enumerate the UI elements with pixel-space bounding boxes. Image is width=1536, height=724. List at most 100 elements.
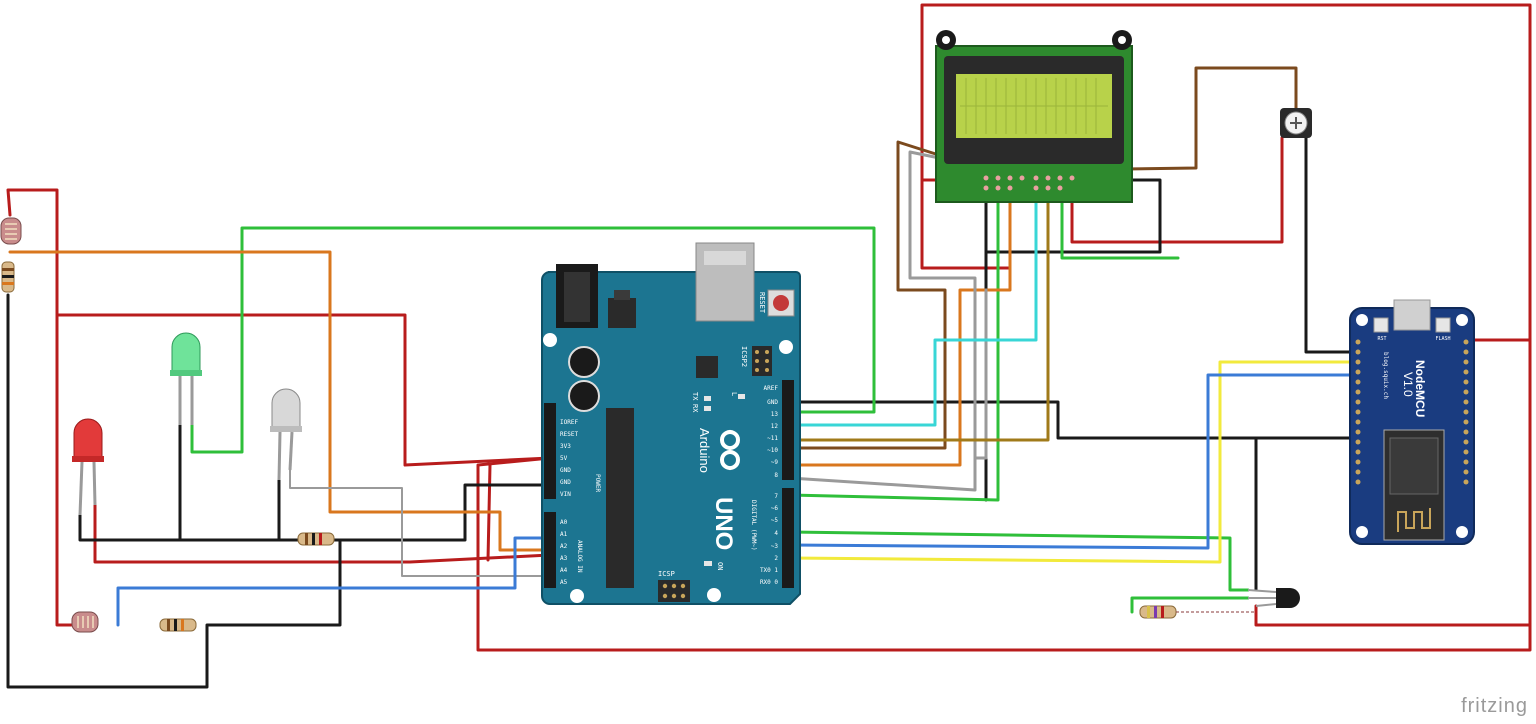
wire-red-bottom [476,338,1532,652]
resistor-ds18b20 [1139,605,1256,619]
atmega-chip [606,408,634,588]
lcd-display [935,30,1133,203]
pin-3: ~3 [771,543,779,550]
nodemcu-left-pins [1355,339,1361,485]
pin-a1: A1 [560,531,568,538]
wire-red-top-loop [920,3,1532,342]
icsp-header [658,580,690,602]
wire-red-5v-left [55,313,552,467]
on-label: ON [716,562,724,570]
wire-olive [788,188,1050,442]
wire-gray-lcd-2 [973,288,988,460]
wire-orange-ldr [8,250,552,552]
nodemcu-site: blog.squix.ch [1382,352,1389,399]
capacitor [568,346,600,378]
pin-12: 12 [771,423,779,430]
resistor-top-left [1,261,15,293]
pin-3v3: 3V3 [560,443,571,450]
wire-yellow [788,360,1360,564]
pin-2: 2 [774,555,778,562]
wire-cyan [788,188,1038,427]
reset-label: RESET [758,292,766,314]
wire-orange-lcd [788,188,1012,467]
rst-label: RST [1377,336,1386,342]
wire-red-pot [1070,136,1284,244]
pin-10: ~10 [767,447,778,454]
flash-label: FLASH [1435,336,1450,342]
power-label: POWER [594,474,601,492]
uno-label: UNO [710,497,737,550]
pin-a0: A0 [560,519,568,526]
l-label: L [730,392,738,396]
digital-bottom-pin-labels: 7 ~6 ~5 4 ~3 2 TX0 1 RX0 0 [760,493,778,586]
pin-7: 7 [774,493,778,500]
wire-black-led-ground [78,483,552,542]
micro-usb [1393,299,1431,331]
temperature-sensor [1247,588,1300,608]
ldr-bottom [71,611,99,633]
pin-a3: A3 [560,555,568,562]
wire-green-d4 [788,530,1250,592]
pin-aref: AREF [764,385,779,392]
pin-gnd-d: GND [767,399,778,406]
pin-a4: A4 [560,567,568,574]
lcd-pins [983,175,1075,191]
resistor-led [297,532,335,546]
analog-header [544,512,556,588]
pin-5: ~5 [771,517,779,524]
digital-header-bottom [782,488,794,588]
pin-a5: A5 [560,579,568,586]
nodemcu-version: V1.0 [1401,372,1415,397]
pin-0: RX0 0 [760,579,778,586]
wire-black-left-ground [6,293,342,689]
resistor-ldr-bottom [159,618,197,632]
wire-gray-led [289,469,551,577]
power-header [544,403,556,499]
pin-ioref: IOREF [560,419,578,426]
rst-button[interactable] [1373,317,1389,333]
pin-gnd-1: GND [560,467,571,474]
pin-11: ~11 [767,435,778,442]
power-pin-labels: IOREF RESET 3V3 5V GND GND VIN [560,419,578,498]
wire-red-ds18b20 [1254,604,1532,627]
wire-red-ldr1 [6,188,74,627]
pin-8: 8 [774,472,778,479]
digital-label: DIGITAL (PWM~) [750,500,757,551]
wires [6,3,1532,689]
wire-green-lcd [788,188,1000,502]
flash-button[interactable] [1435,317,1451,333]
pin-6: ~6 [771,505,779,512]
wire-blue-node [788,373,1360,550]
fritzing-watermark: fritzing [1461,695,1528,717]
wire-green-ds18b20 [1130,596,1250,614]
wire-brown-lcd [1046,66,1298,172]
ldr-top [0,217,22,245]
rx-label: RX [691,404,699,413]
led-white [270,388,302,481]
digital-header-top [782,380,794,480]
nodemcu-title: NodeMCU [1413,360,1427,417]
pin-reset: RESET [560,431,578,438]
pin-9: ~9 [771,459,779,466]
led-red [72,418,104,516]
icsp-label: ICSP [658,570,675,578]
tx-label: TX [691,392,699,401]
capacitor [568,380,600,412]
nodemcu-right-pins [1463,339,1469,485]
wire-red-led [93,503,552,564]
arduino-logo-text: Arduino [697,428,712,473]
pin-a2: A2 [560,543,568,550]
pin-13: 13 [771,411,779,418]
wire-black-pot [1304,136,1360,354]
pin-vin: VIN [560,491,571,498]
wire-green-node [1060,188,1180,260]
nodemcu-board: RST FLASH NodeMCU V1.0 blog.squix.ch [1349,299,1475,545]
potentiometer[interactable] [1280,108,1312,138]
wire-blue-ldr [116,536,552,627]
pin-gnd-2: GND [560,479,571,486]
wire-brown-left [788,140,988,450]
analog-pin-labels: A0 A1 A2 A3 A4 A5 [560,519,568,586]
pin-5v: 5V [560,455,568,462]
arduino-uno: RESET ICSP 2 TX RX L Arduino UNO ON [541,242,801,605]
